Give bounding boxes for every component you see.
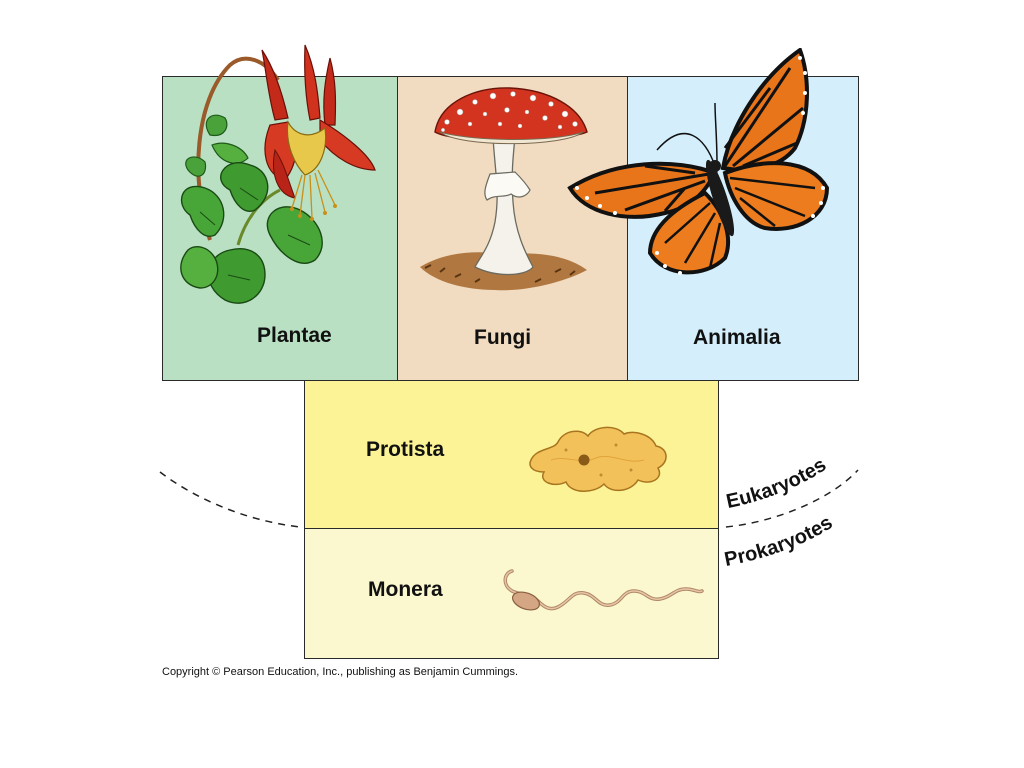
eukaryotes-label: Eukaryotes xyxy=(724,454,830,513)
monera-label: Monera xyxy=(368,578,443,601)
copyright-notice: Copyright © Pearson Education, Inc., pub… xyxy=(162,666,519,678)
amanita-mushroom-icon xyxy=(420,87,588,291)
amoeba-icon xyxy=(529,426,667,492)
columbine-flower-icon xyxy=(180,44,376,304)
animalia-label: Animalia xyxy=(693,326,781,349)
fungi-label: Fungi xyxy=(474,326,532,349)
monarch-butterfly-icon xyxy=(567,48,830,275)
prokaryotes-label: Prokaryotes xyxy=(723,512,837,571)
monera-box xyxy=(304,528,719,659)
plantae-label: Plantae xyxy=(257,324,332,347)
spirochete-bacterium-icon xyxy=(503,569,704,611)
protista-label: Protista xyxy=(366,438,445,461)
